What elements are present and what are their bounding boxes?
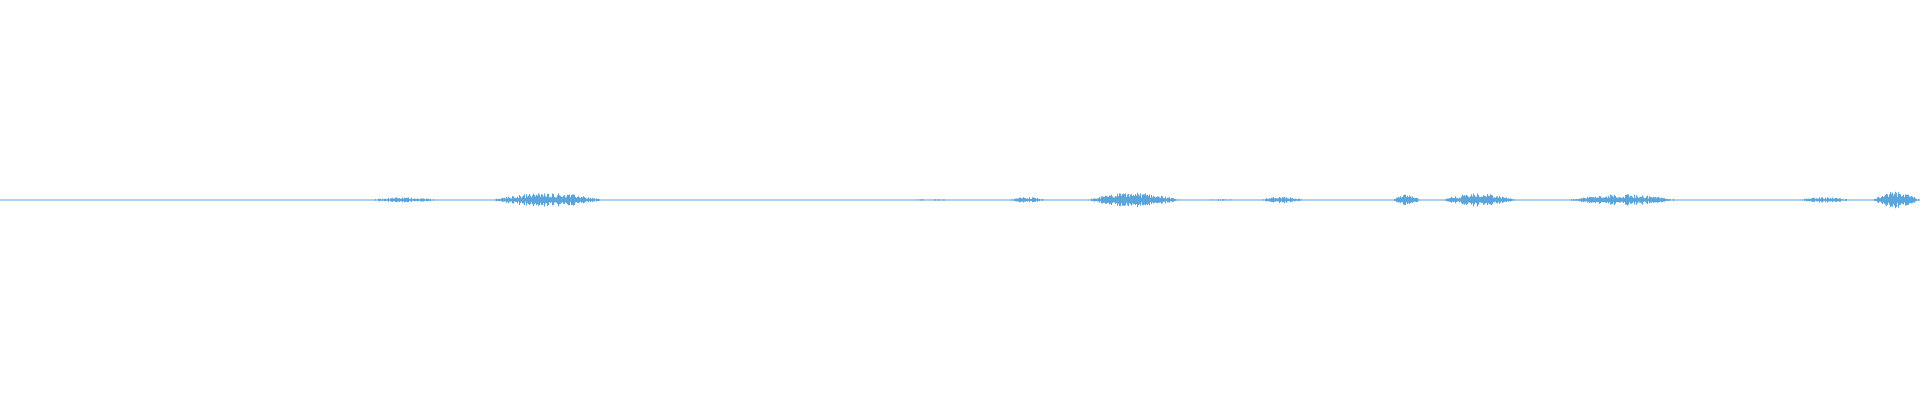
waveform-signal — [0, 191, 1920, 209]
